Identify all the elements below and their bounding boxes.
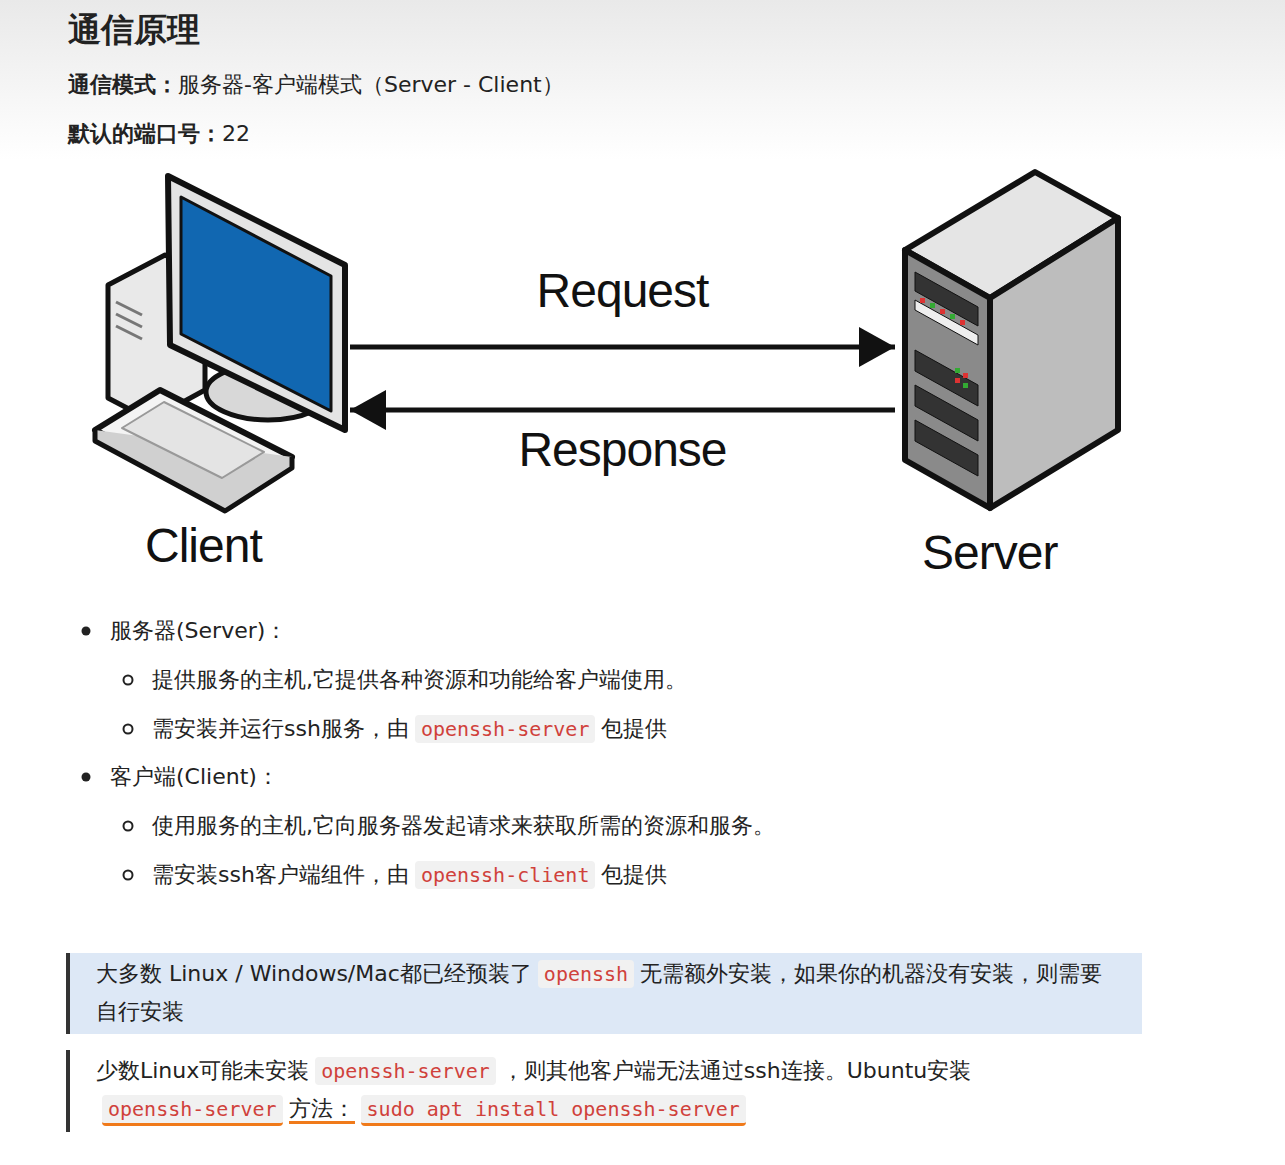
- text-line: 需安装ssh客户端组件，由openssh-client包提供: [152, 856, 1252, 894]
- text-span: 使用服务的主机,它向服务器发起请求来获取所需的资源和服务。: [152, 813, 775, 838]
- text-line: 通信模式：服务器-客户端模式（Server - Client）: [68, 66, 1218, 103]
- arrow-connector: [350, 408, 895, 413]
- text-line: 服务器(Server)：: [110, 612, 1210, 649]
- edge-label: Request: [533, 263, 713, 318]
- text-span: 客户端(Client)：: [110, 764, 279, 789]
- text-span: 服务器(Server)：: [110, 618, 287, 643]
- bullet-markers: [82, 627, 133, 880]
- note-block: 大多数 Linux / Windows/Mac都已经预装了openssh无需额外…: [66, 953, 1142, 1034]
- code-span: openssh-client: [415, 861, 596, 889]
- text-line: 提供服务的主机,它提供各种资源和功能给客户端使用。: [152, 661, 1252, 698]
- text-span: 默认的端口号：: [68, 121, 222, 146]
- text-span: 服务器-客户端模式（Server - Client）: [178, 72, 564, 97]
- code-span: openssh: [538, 960, 634, 988]
- server-node: Server: [895, 165, 1125, 590]
- text-line: 客户端(Client)：: [110, 758, 1210, 795]
- text-span: 需安装并运行ssh服务，由: [152, 716, 409, 741]
- text-span: 包提供: [601, 716, 667, 741]
- code-span: openssh-server: [315, 1057, 496, 1085]
- server-tower: [905, 172, 1118, 508]
- code-span: sudo apt install openssh-server: [361, 1095, 746, 1126]
- client-node: Client: [90, 170, 350, 590]
- edge-label: Response: [514, 422, 730, 477]
- text-line: 需安装并运行ssh服务，由openssh-server包提供: [152, 710, 1252, 748]
- text-span: 包提供: [601, 862, 667, 887]
- arrow-connector: [350, 345, 895, 350]
- text-span: 方法：: [289, 1096, 355, 1124]
- text-span: ，则其他客户端无法通过ssh连接。Ubuntu安装: [502, 1058, 971, 1083]
- text-span: 大多数 Linux / Windows/Mac都已经预装了: [96, 961, 532, 986]
- node-label: Server: [922, 525, 1057, 580]
- code-span: openssh-server: [102, 1095, 283, 1126]
- text-span: 少数Linux可能未安装: [96, 1058, 309, 1083]
- text-span: 提供服务的主机,它提供各种资源和功能给客户端使用。: [152, 667, 687, 692]
- node-label: Client: [145, 518, 262, 573]
- text-line: 使用服务的主机,它向服务器发起请求来获取所需的资源和服务。: [152, 807, 1252, 844]
- page-title: 通信原理: [68, 8, 200, 53]
- text-span: 22: [222, 121, 250, 146]
- text-line: 默认的端口号：22: [68, 115, 1218, 152]
- code-span: openssh-server: [415, 715, 596, 743]
- client-computer: [95, 176, 345, 511]
- text-span: 通信模式：: [68, 72, 178, 97]
- text-span: 需安装ssh客户端组件，由: [152, 862, 409, 887]
- note-block: 少数Linux可能未安装openssh-server，则其他客户端无法通过ssh…: [66, 1050, 1142, 1132]
